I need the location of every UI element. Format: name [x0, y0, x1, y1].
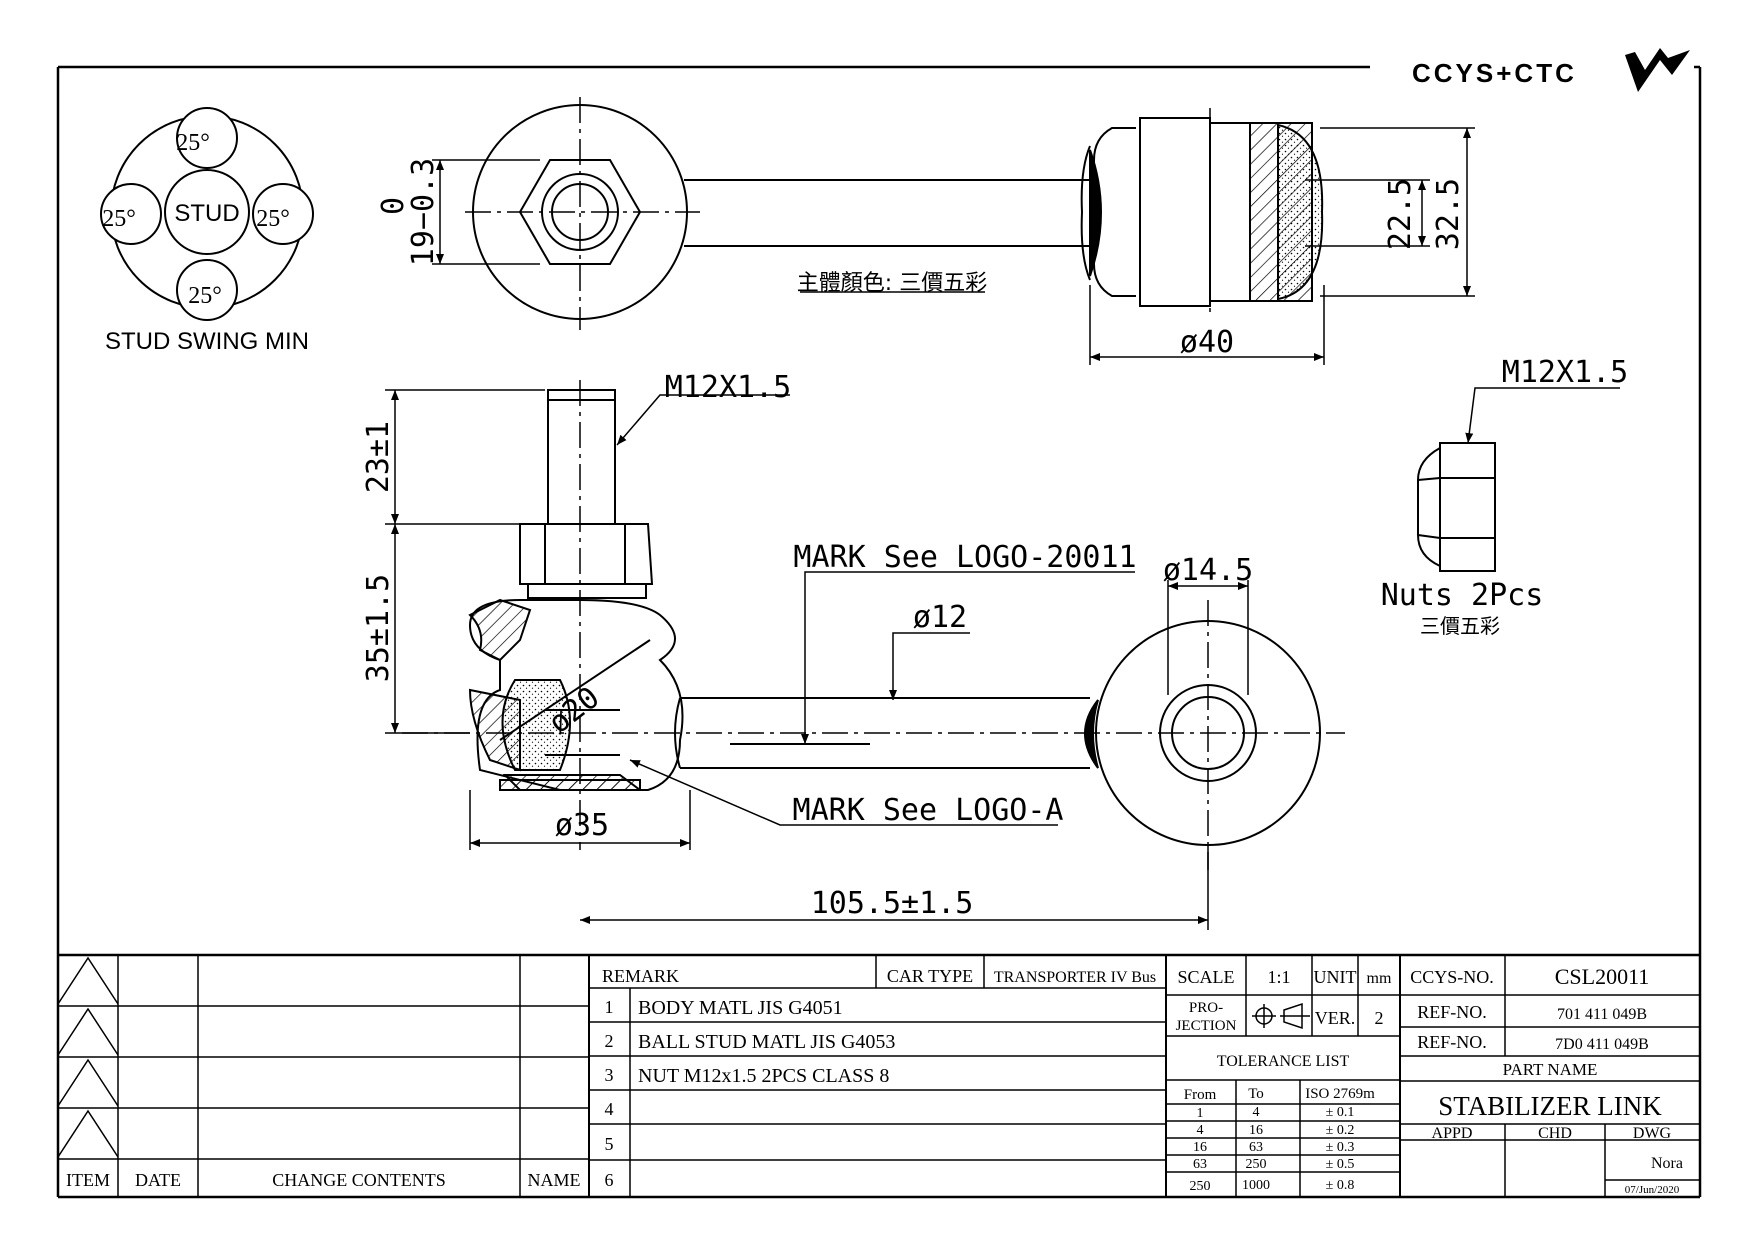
remark-no-2: 2	[605, 1031, 614, 1051]
remark-no-6: 6	[605, 1170, 614, 1190]
dim-stud-length: 23±1	[361, 421, 396, 493]
tol-from-3: 16	[1193, 1140, 1207, 1155]
remark-label: REMARK	[602, 966, 679, 986]
remark-text-3: NUT M12x1.5 2PCS CLASS 8	[638, 1065, 889, 1087]
dim-hex-flats: 19−0.3	[406, 158, 441, 266]
top-view	[465, 97, 1324, 330]
rev-name-header: NAME	[528, 1170, 581, 1190]
swing-angle-bottom: 25°	[188, 283, 222, 309]
tolerance-title: TOLERANCE LIST	[1217, 1053, 1350, 1070]
svg-text:CCYS+CTC: CCYS+CTC	[1412, 58, 1577, 88]
tol-from-5: 250	[1190, 1179, 1211, 1194]
swing-caption: STUD SWING MIN	[105, 328, 309, 355]
tol-from-1: 1	[1197, 1106, 1204, 1121]
dim-eye-dia: ø40	[1180, 325, 1234, 360]
nuts-color: 三價五彩	[1420, 614, 1500, 638]
ver-value: 2	[1375, 1008, 1384, 1028]
tol-to-4: 250	[1246, 1157, 1267, 1172]
car-type-label: CAR TYPE	[887, 966, 973, 986]
car-type-value: TRANSPORTER IV Bus	[994, 969, 1156, 986]
ccys-no-value: CSL20011	[1555, 964, 1650, 989]
dim-housing-dia: ø35	[555, 808, 609, 843]
tol-val-3: ± 0.3	[1326, 1140, 1355, 1155]
remark-no-5: 5	[605, 1134, 614, 1154]
remark-text-2: BALL STUD MATL JIS G4053	[638, 1031, 895, 1053]
dwg-by: Nora	[1651, 1155, 1683, 1172]
dim-thread-nut: M12X1.5	[1502, 355, 1628, 390]
projection-label-1: PRO-	[1189, 1000, 1223, 1016]
tol-iso-header: ISO 2769m	[1305, 1086, 1375, 1102]
top-view-dimensions	[432, 127, 1475, 365]
dim-rod-dia: ø12	[913, 600, 967, 635]
rev-change-header: CHANGE CONTENTS	[272, 1170, 446, 1190]
title-block	[57, 953, 1700, 1197]
rev-date-header: DATE	[135, 1170, 181, 1190]
tol-from-4: 63	[1193, 1157, 1207, 1172]
ref-no-label-1: REF-NO.	[1417, 1002, 1487, 1022]
dwg-label: DWG	[1633, 1125, 1672, 1142]
projection-label-2: JECTION	[1176, 1018, 1237, 1034]
tol-to-header: To	[1248, 1086, 1264, 1102]
tol-val-5: ± 0.8	[1326, 1178, 1355, 1193]
mark-logo-a: MARK See LOGO-A	[793, 793, 1064, 828]
tol-to-2: 16	[1249, 1123, 1263, 1138]
tol-to-5: 1000	[1242, 1178, 1270, 1193]
dim-thread-top: M12X1.5	[665, 370, 791, 405]
mark-logo-model: MARK See LOGO-20011	[793, 540, 1136, 575]
unit-label: UNIT	[1314, 967, 1357, 987]
tol-val-1: ± 0.1	[1326, 1105, 1355, 1120]
ver-label: VER.	[1315, 1008, 1356, 1028]
remark-no-1: 1	[605, 997, 614, 1017]
ref-no-value-2: 7D0 411 049B	[1555, 1036, 1649, 1053]
remark-no-3: 3	[605, 1065, 614, 1085]
dim-center-distance: 105.5±1.5	[811, 886, 974, 921]
dim-body-height: 35±1.5	[361, 574, 396, 682]
appd-label: APPD	[1432, 1125, 1473, 1142]
ccys-no-label: CCYS-NO.	[1410, 967, 1494, 987]
tol-to-3: 63	[1249, 1140, 1263, 1155]
swing-center-label: STUD	[174, 200, 239, 227]
scale-label: SCALE	[1177, 967, 1234, 987]
brand-logo: CCYS+CTC	[1412, 48, 1690, 92]
unit-value: mm	[1367, 970, 1392, 987]
scale-value: 1:1	[1267, 967, 1290, 987]
ref-no-value-1: 701 411 049B	[1557, 1006, 1647, 1023]
tol-to-1: 4	[1253, 1105, 1260, 1120]
nuts-label: Nuts 2Pcs	[1381, 578, 1544, 613]
dwg-date: 07/Jun/2020	[1625, 1184, 1680, 1196]
tol-from-2: 4	[1197, 1123, 1204, 1138]
dim-boot-outer: 32.5	[1431, 178, 1466, 250]
dim-hex-tol: 0	[376, 197, 411, 215]
part-name-value: STABILIZER LINK	[1438, 1091, 1662, 1121]
color-note: 主體顏色: 三價五彩	[797, 271, 987, 296]
dim-boot-inner: 22.5	[1383, 178, 1418, 250]
ref-no-label-2: REF-NO.	[1417, 1032, 1487, 1052]
part-name-label: PART NAME	[1503, 1060, 1598, 1079]
tol-val-2: ± 0.2	[1326, 1123, 1355, 1138]
rev-item-header: ITEM	[66, 1170, 110, 1190]
nut-view	[1417, 387, 1620, 572]
side-view-dimensions	[385, 389, 1249, 930]
dim-eye-bore: ø14.5	[1163, 553, 1253, 588]
swing-angle-left: 25°	[102, 206, 136, 232]
tol-val-4: ± 0.5	[1326, 1157, 1355, 1172]
swing-angle-right: 25°	[256, 206, 290, 232]
tol-from-header: From	[1184, 1087, 1217, 1103]
stud-swing-diagram	[100, 107, 314, 321]
remark-text-1: BODY MATL JIS G4051	[638, 997, 843, 1019]
sheet-frame	[56, 65, 1702, 1199]
remark-no-4: 4	[605, 1099, 614, 1119]
chd-label: CHD	[1538, 1125, 1572, 1142]
swing-angle-top: 25°	[176, 130, 210, 156]
